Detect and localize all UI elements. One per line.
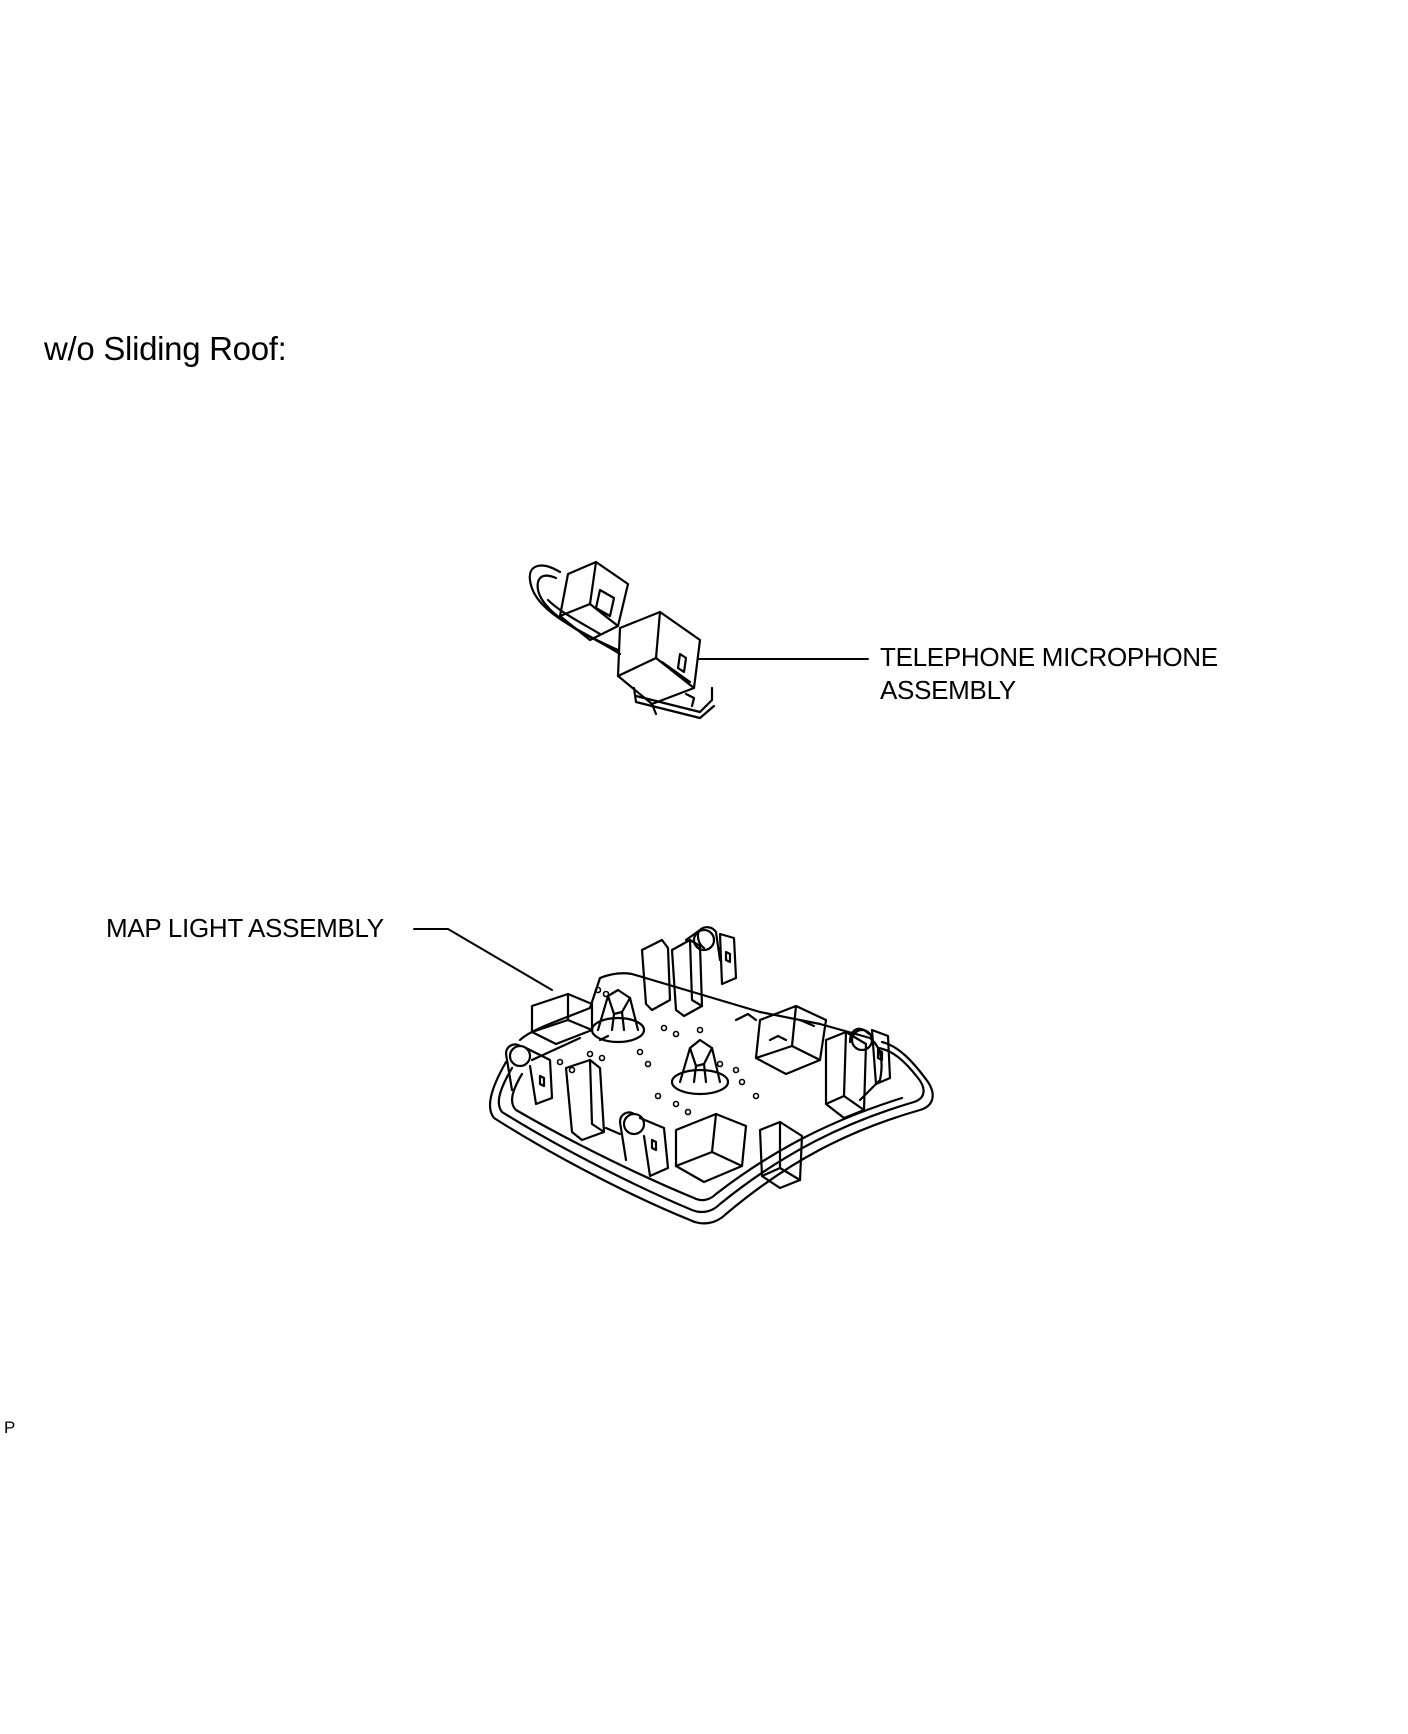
telephone-microphone-drawing (528, 560, 869, 720)
telephone-microphone-label-line2: ASSEMBLY (880, 675, 1016, 705)
diagram-heading: w/o Sliding Roof: (44, 330, 287, 367)
illustration-code: P (4, 1418, 16, 1437)
telephone-microphone-label-line1: TELEPHONE MICROPHONE (880, 642, 1218, 672)
map-light-label: MAP LIGHT ASSEMBLY (106, 913, 384, 943)
map-light-drawing (413, 926, 934, 1225)
